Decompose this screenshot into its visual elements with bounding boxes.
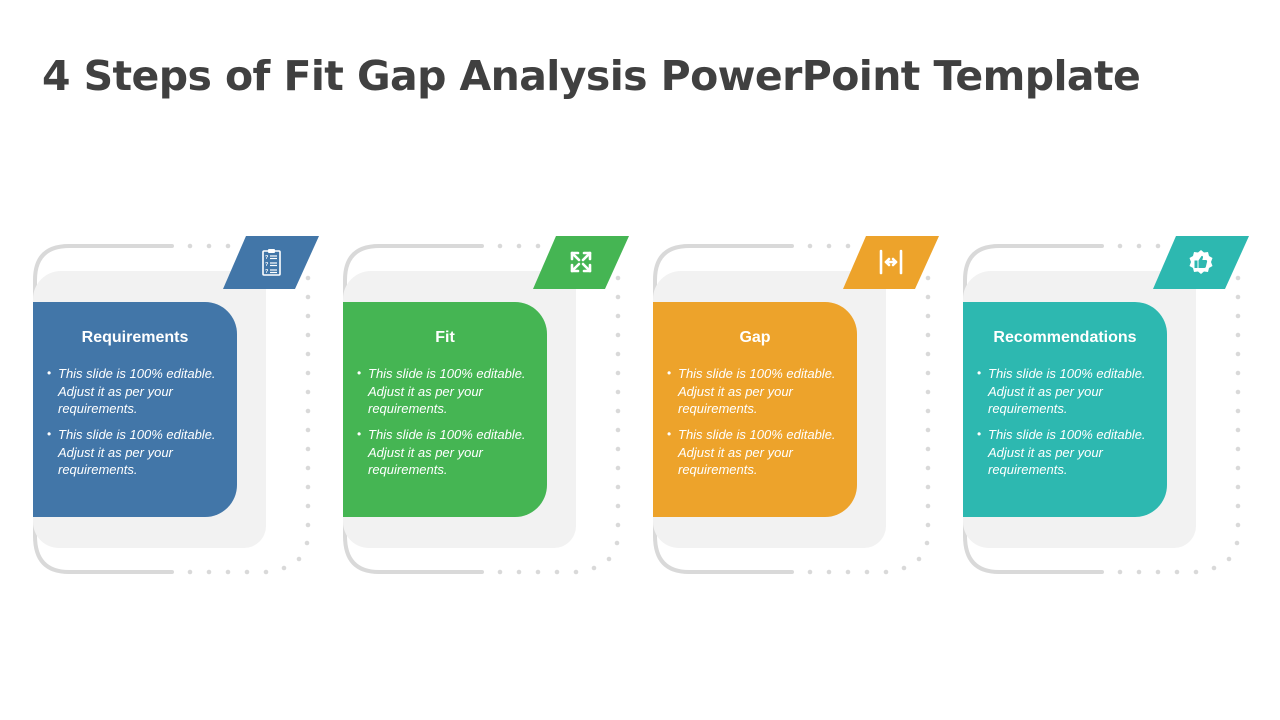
bullet-item: This slide is 100% editable. Adjust it a… (977, 365, 1157, 418)
step-title: Recommendations (993, 329, 1137, 346)
icon-tab (533, 236, 629, 289)
slide-title: 4 Steps of Fit Gap Analysis PowerPoint T… (42, 52, 1141, 100)
fit-box: Fit This slide is 100% editable. Adjust … (343, 302, 547, 517)
bullet-item: This slide is 100% editable. Adjust it a… (667, 365, 847, 418)
bullet-list: This slide is 100% editable. Adjust it a… (343, 365, 547, 479)
svg-text:?: ? (265, 262, 269, 268)
recommendations-box: Recommendations This slide is 100% edita… (963, 302, 1167, 517)
gap-width-arrows-icon (879, 249, 903, 275)
step-title: Gap (739, 329, 771, 346)
svg-text:?: ? (265, 269, 269, 275)
bullet-list: This slide is 100% editable. Adjust it a… (963, 365, 1167, 479)
gap-box: Gap This slide is 100% editable. Adjust … (653, 302, 857, 517)
icon-tab (1153, 236, 1249, 289)
bullet-item: This slide is 100% editable. Adjust it a… (47, 365, 227, 418)
step-card-requirements: Requirements This slide is 100% editable… (11, 230, 319, 585)
icon-tab: ? ? ? (223, 236, 319, 289)
expand-arrows-icon (570, 251, 592, 273)
step-title: Requirements (81, 329, 189, 346)
step-title: Fit (435, 329, 455, 346)
svg-text:?: ? (265, 255, 269, 261)
icon-tab (843, 236, 939, 289)
bullet-item: This slide is 100% editable. Adjust it a… (357, 426, 537, 479)
thumbs-up-badge-icon (1189, 250, 1213, 274)
step-card-gap: Gap This slide is 100% editable. Adjust … (631, 230, 939, 585)
bullet-item: This slide is 100% editable. Adjust it a… (667, 426, 847, 479)
bullet-item: This slide is 100% editable. Adjust it a… (47, 426, 227, 479)
clipboard-questions-icon: ? ? ? (262, 249, 281, 276)
step-card-fit: Fit This slide is 100% editable. Adjust … (321, 230, 629, 585)
bullet-list: This slide is 100% editable. Adjust it a… (653, 365, 857, 479)
requirements-box: Requirements This slide is 100% editable… (33, 302, 237, 517)
bullet-item: This slide is 100% editable. Adjust it a… (357, 365, 537, 418)
step-card-recommendations: Recommendations This slide is 100% edita… (941, 230, 1249, 585)
bullet-item: This slide is 100% editable. Adjust it a… (977, 426, 1157, 479)
bullet-list: This slide is 100% editable. Adjust it a… (33, 365, 237, 479)
